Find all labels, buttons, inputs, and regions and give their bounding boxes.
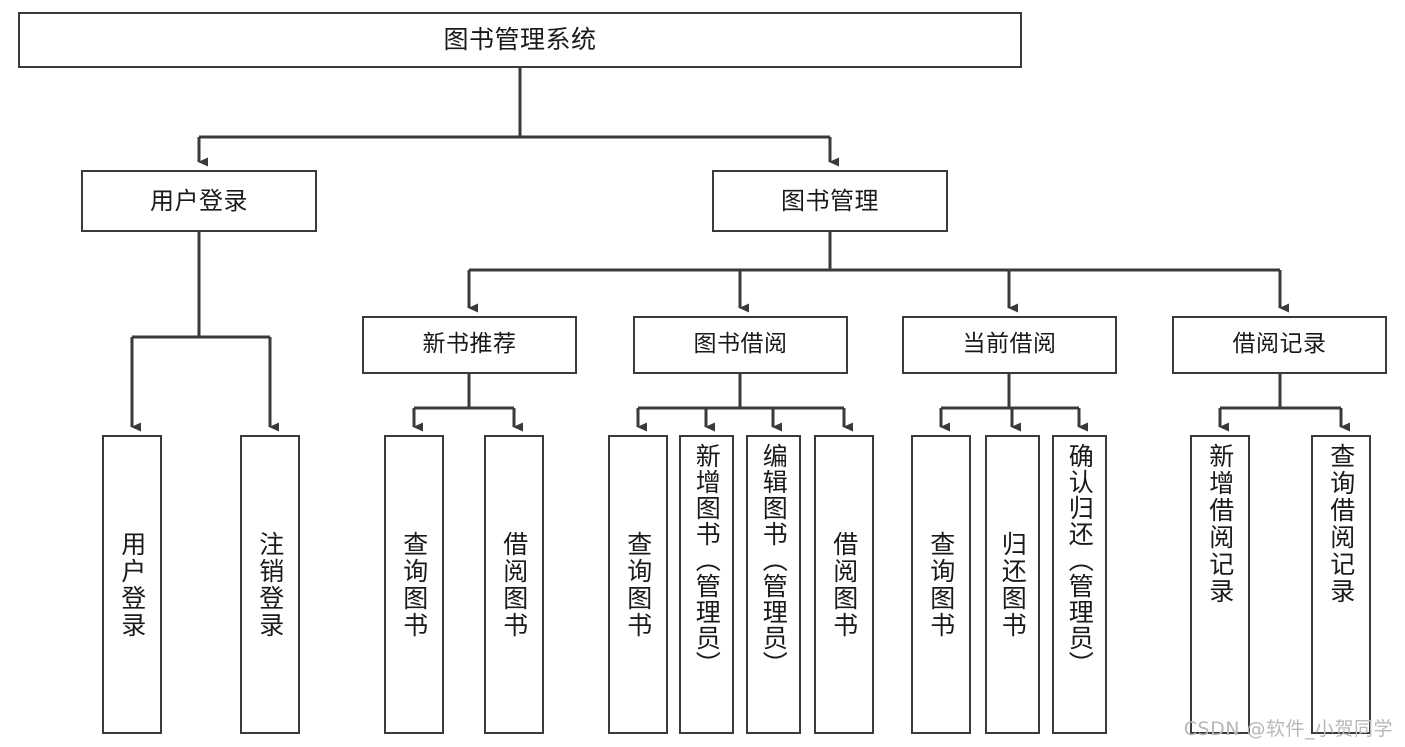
node-leaf-edit-book-admin-label: 编辑图书（管理员）	[759, 443, 789, 677]
node-leaf-query-book-current-label: 查询图书	[926, 530, 956, 639]
node-root-system[interactable]: 图书管理系统	[18, 12, 1022, 68]
node-leaf-query-book-recommend[interactable]: 查询图书	[384, 435, 444, 734]
csdn-watermark: CSDN @软件_小贺同学	[1183, 718, 1393, 740]
node-leaf-query-book-label: 查询图书	[623, 530, 653, 639]
node-leaf-confirm-return-admin-label: 确认归还（管理员）	[1065, 443, 1095, 677]
node-leaf-query-book[interactable]: 查询图书	[608, 435, 668, 734]
node-borrow-record[interactable]: 借阅记录	[1172, 316, 1387, 374]
node-leaf-return-book[interactable]: 归还图书	[985, 435, 1040, 734]
node-leaf-add-book-admin[interactable]: 新增图书（管理员）	[679, 435, 734, 734]
node-leaf-query-book-recommend-label: 查询图书	[399, 530, 429, 639]
node-leaf-query-book-current[interactable]: 查询图书	[911, 435, 971, 734]
node-book-manage[interactable]: 图书管理	[712, 170, 948, 232]
node-leaf-add-borrow-record-label: 新增借阅记录	[1205, 443, 1235, 605]
node-leaf-borrow-book-recommend[interactable]: 借阅图书	[484, 435, 544, 734]
node-borrow-record-label: 借阅记录	[1232, 331, 1327, 358]
node-user-login-label: 用户登录	[150, 186, 248, 215]
node-book-borrow-label: 图书借阅	[693, 331, 788, 358]
node-leaf-user-logout[interactable]: 注销登录	[240, 435, 300, 734]
node-new-book-recommend-label: 新书推荐	[422, 331, 517, 358]
node-leaf-confirm-return-admin[interactable]: 确认归还（管理员）	[1052, 435, 1107, 734]
node-user-login[interactable]: 用户登录	[81, 170, 317, 232]
node-leaf-query-borrow-record-label: 查询借阅记录	[1326, 443, 1356, 605]
node-leaf-edit-book-admin[interactable]: 编辑图书（管理员）	[746, 435, 801, 734]
node-leaf-add-book-admin-label: 新增图书（管理员）	[692, 443, 722, 677]
node-leaf-query-borrow-record[interactable]: 查询借阅记录	[1311, 435, 1371, 734]
node-current-borrow-label: 当前借阅	[962, 331, 1057, 358]
node-leaf-user-login[interactable]: 用户登录	[102, 435, 162, 734]
node-current-borrow[interactable]: 当前借阅	[902, 316, 1117, 374]
node-new-book-recommend[interactable]: 新书推荐	[362, 316, 577, 374]
node-leaf-borrow-book[interactable]: 借阅图书	[814, 435, 874, 734]
node-leaf-user-logout-label: 注销登录	[255, 530, 285, 639]
node-leaf-borrow-book-label: 借阅图书	[829, 530, 859, 639]
node-leaf-user-login-label: 用户登录	[117, 530, 147, 639]
node-book-borrow[interactable]: 图书借阅	[633, 316, 848, 374]
node-leaf-add-borrow-record[interactable]: 新增借阅记录	[1190, 435, 1250, 734]
node-root-system-label: 图书管理系统	[443, 25, 597, 55]
node-book-manage-label: 图书管理	[781, 186, 879, 215]
node-leaf-return-book-label: 归还图书	[998, 530, 1028, 639]
node-leaf-borrow-book-recommend-label: 借阅图书	[499, 530, 529, 639]
